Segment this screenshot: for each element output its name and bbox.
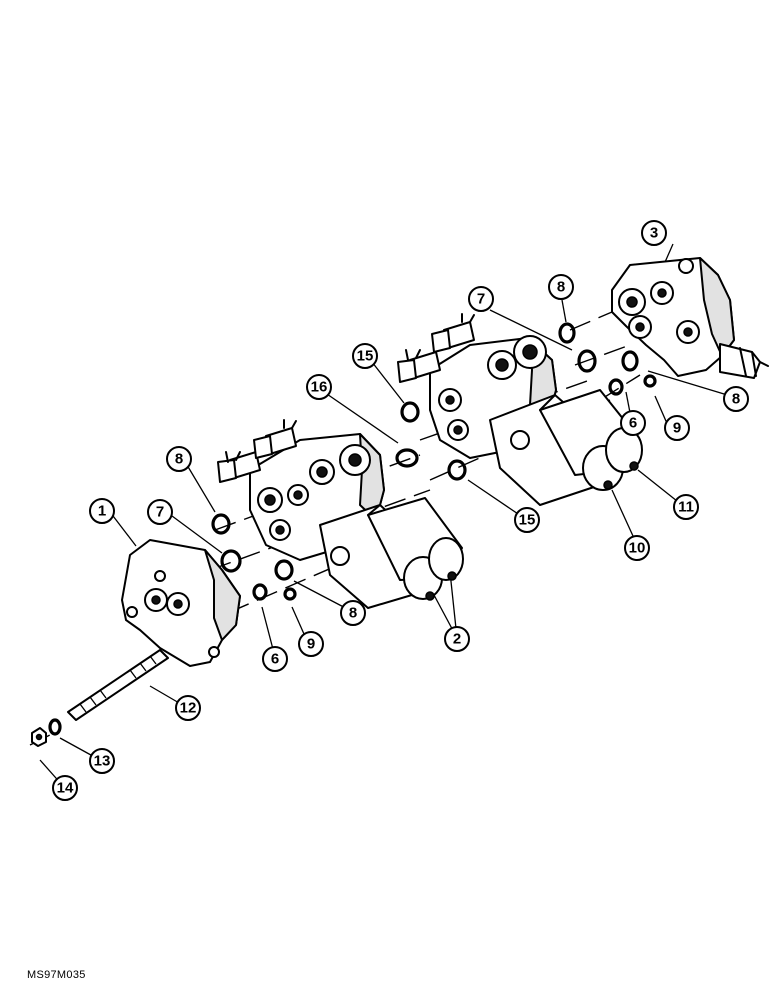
callout-6: 6 — [620, 410, 646, 436]
o-rings-front — [211, 513, 297, 601]
callout-13-label: 13 — [94, 753, 111, 770]
callout-7: 7 — [147, 499, 173, 525]
o-rings-upper-right — [558, 322, 657, 396]
callout-16: 16 — [306, 374, 332, 400]
callout-2: 2 — [444, 626, 470, 652]
callout-14: 14 — [52, 775, 78, 801]
callout-8: 8 — [166, 446, 192, 472]
end-cover-inlet — [121, 539, 241, 667]
callout-2-label: 2 — [453, 631, 461, 648]
callout-11-label: 11 — [678, 499, 694, 516]
callout-3-label: 3 — [650, 225, 658, 242]
callout-9-label: 9 — [307, 636, 315, 653]
callout-8: 8 — [548, 274, 574, 300]
callout-8-label: 8 — [175, 451, 183, 468]
valve-section-front — [217, 419, 464, 609]
tie-stud — [67, 649, 169, 721]
callout-8: 8 — [340, 600, 366, 626]
callout-1-label: 1 — [98, 503, 106, 520]
callout-8: 8 — [723, 386, 749, 412]
callout-10-label: 10 — [629, 540, 646, 557]
callout-8-label: 8 — [349, 605, 357, 622]
callout-3: 3 — [641, 220, 667, 246]
callout-11: 11 — [673, 494, 699, 520]
callout-15-label: 15 — [357, 348, 374, 365]
callout-14-label: 14 — [57, 780, 74, 797]
callout-9-label: 9 — [673, 420, 681, 437]
callout-8-label: 8 — [732, 391, 740, 408]
callout-15: 15 — [352, 343, 378, 369]
callout-12: 12 — [175, 695, 201, 721]
callout-9: 9 — [664, 415, 690, 441]
callout-8-label: 8 — [557, 279, 565, 296]
callout-7: 7 — [468, 286, 494, 312]
o-rings-middle — [395, 401, 467, 481]
callout-13: 13 — [89, 748, 115, 774]
callout-6-label: 6 — [271, 651, 279, 668]
callout-12-label: 12 — [180, 700, 197, 717]
valve-section-rear — [397, 313, 643, 506]
reference-code: MS97M035 — [27, 969, 86, 981]
callout-10: 10 — [624, 535, 650, 561]
callout-7-label: 7 — [477, 291, 485, 308]
end-cover-outlet — [611, 257, 769, 379]
callout-15-label: 15 — [519, 512, 536, 529]
callout-9: 9 — [298, 631, 324, 657]
callout-6-label: 6 — [629, 415, 637, 432]
callout-6: 6 — [262, 646, 288, 672]
washer-and-nut — [31, 718, 62, 747]
callout-15: 15 — [514, 507, 540, 533]
callout-16-label: 16 — [311, 379, 328, 396]
callout-1: 1 — [89, 498, 115, 524]
callout-7-label: 7 — [156, 504, 164, 521]
